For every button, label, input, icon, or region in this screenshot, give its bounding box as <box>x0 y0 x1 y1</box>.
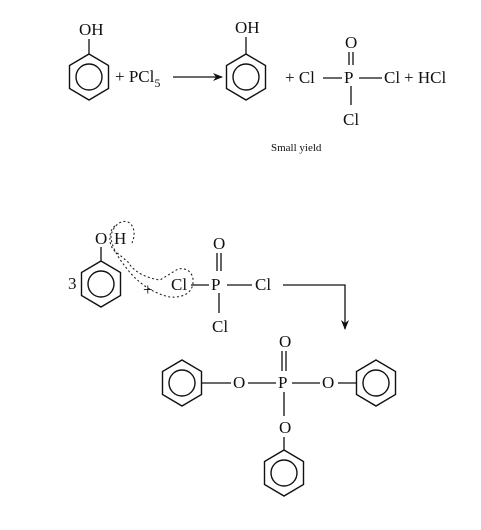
oxygen-top-label: O <box>279 332 291 351</box>
reaction-2: 3 O H + Cl P O Cl Cl <box>68 220 349 336</box>
phenol-oh-label: OH <box>79 20 104 39</box>
cl-left-label: Cl <box>171 275 187 294</box>
benzene-ring-left <box>161 359 203 407</box>
aromatic-circle-bottom <box>270 459 298 487</box>
phenol-reactant-2: O H <box>80 229 126 308</box>
oxygen-label: O <box>345 33 357 52</box>
plus-cl-label: + Cl <box>285 68 315 87</box>
aromatic-circle-right <box>362 369 390 397</box>
phenol-o-label: O <box>95 229 107 248</box>
benzene-ring-right <box>355 359 397 407</box>
plus-label: + <box>143 280 153 299</box>
pocl3-product: + Cl P O Cl + HCl Cl <box>285 33 446 129</box>
hcl-elimination-dashed-loop <box>109 220 194 298</box>
reaction-arrow <box>283 284 349 330</box>
benzene-ring <box>80 260 122 308</box>
reaction-1: OH + PCl5 OH + Cl P O Cl + HCl Cl Smal <box>68 18 446 154</box>
plus-hcl-label: + HCl <box>404 68 446 87</box>
phenol-product: OH <box>225 18 267 101</box>
coefficient-label: 3 <box>68 274 77 293</box>
aromatic-circle-left <box>168 369 196 397</box>
cl-bottom-label: Cl <box>343 110 359 129</box>
benzene-ring-bottom <box>263 449 305 497</box>
aromatic-circle <box>75 63 103 91</box>
product-phenol-oh-label: OH <box>235 18 260 37</box>
cl-bottom-label: Cl <box>212 317 228 336</box>
phosphorus-label: P <box>344 68 353 87</box>
phenol-h-label: H <box>114 229 126 248</box>
small-yield-note: Small yield <box>271 142 322 154</box>
phenol-reactant: OH <box>68 20 110 101</box>
o-bottom-label: O <box>279 418 291 437</box>
plus-pcl5-label: + PCl5 <box>115 67 160 90</box>
aromatic-circle <box>232 63 260 91</box>
cl-right-label: Cl <box>255 275 271 294</box>
phosphorus-label: P <box>278 373 287 392</box>
phosphorus-label: P <box>211 275 220 294</box>
benzene-ring <box>68 53 110 101</box>
benzene-ring <box>225 53 267 101</box>
aromatic-circle <box>87 270 115 298</box>
pocl3-reactant: Cl P O Cl Cl <box>171 234 271 336</box>
o-right-label: O <box>322 373 334 392</box>
cl-right-label: Cl <box>384 68 400 87</box>
o-left-label: O <box>233 373 245 392</box>
oxygen-label: O <box>213 234 225 253</box>
triphenyl-phosphate: O P O O O <box>161 332 397 497</box>
